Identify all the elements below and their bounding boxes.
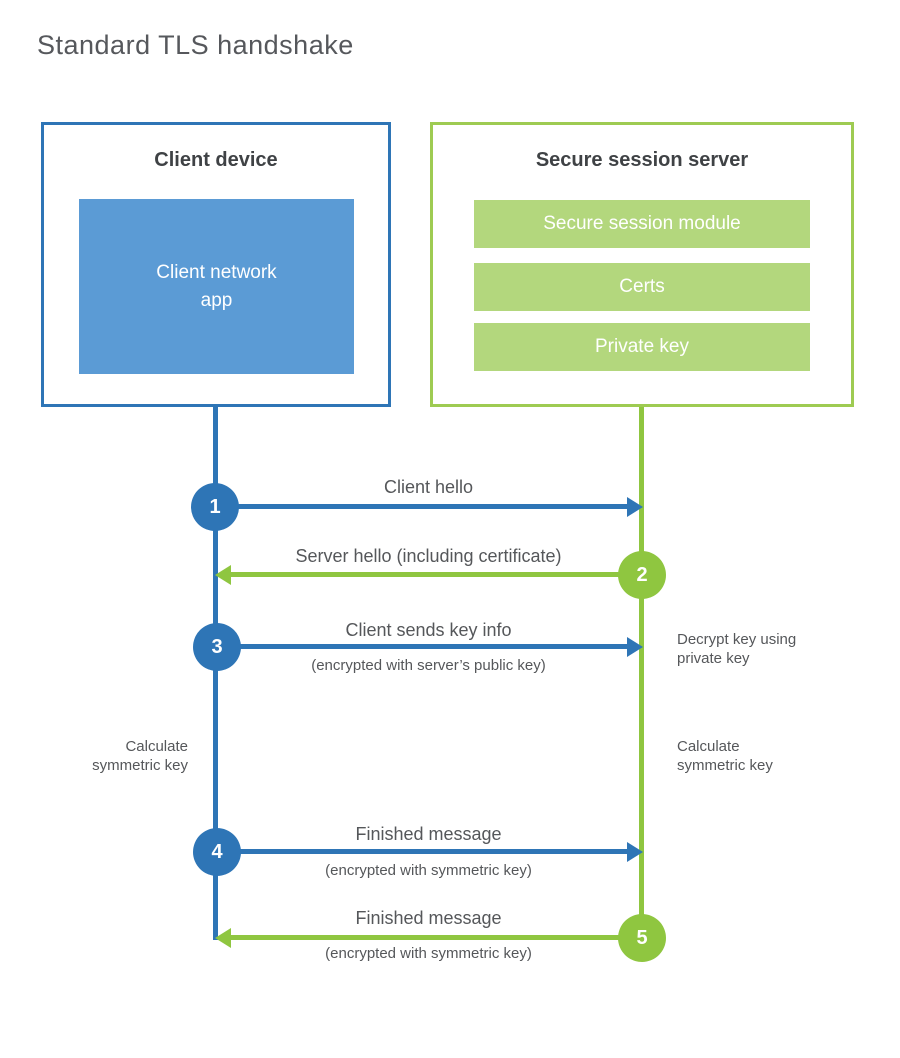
step-2-arrow-line	[230, 572, 642, 577]
server-certs-label: Certs	[619, 276, 665, 297]
step-2-label: Server hello (including certificate)	[295, 546, 562, 566]
client-network-app-label: Client network app	[156, 261, 277, 311]
step-5-number: 5	[636, 926, 648, 949]
step-1-number: 1	[209, 495, 221, 518]
step-4-label: Finished message	[355, 824, 502, 844]
server-private-key-bar: Private key	[474, 323, 810, 371]
step-4-arrow-line	[217, 849, 627, 854]
page-title: Standard TLS handshake	[37, 30, 354, 60]
server-module-label: Secure session module	[543, 213, 741, 234]
step-5-arrow-left-icon	[215, 928, 231, 948]
step-4-arrow-right-icon	[627, 842, 643, 862]
secure-session-server-title: Secure session server	[535, 149, 749, 171]
note-decrypt-key: Decrypt key using private key	[677, 631, 797, 667]
note-calculate-symmetric-key-server: Calculate symmetric key	[677, 738, 773, 774]
client-device-title: Client device	[154, 149, 278, 171]
step-1-arrow-right-icon	[627, 497, 643, 517]
step-1-circle: 1	[191, 483, 239, 531]
step-1-arrow-line	[215, 504, 627, 509]
step-5-arrow-line	[230, 935, 642, 940]
step-2-number: 2	[636, 563, 648, 586]
secure-session-server-box: Secure session server Secure session mod…	[430, 122, 854, 407]
server-lifeline	[639, 407, 644, 938]
step-3-circle: 3	[193, 623, 241, 671]
step-3-arrow-line	[217, 644, 627, 649]
client-lifeline	[213, 407, 218, 940]
step-2-arrow-left-icon	[215, 565, 231, 585]
step-3-arrow-right-icon	[627, 637, 643, 657]
step-5-sublabel: (encrypted with symmetric key)	[325, 945, 532, 962]
server-certs-bar: Certs	[474, 263, 810, 311]
step-5-circle: 5	[618, 914, 666, 962]
step-3-label: Client sends key info	[345, 620, 512, 640]
step-3-sublabel: (encrypted with server’s public key)	[311, 657, 546, 674]
client-network-app-box: Client network app	[79, 199, 354, 374]
step-5-label: Finished message	[355, 908, 502, 928]
step-2-circle: 2	[618, 551, 666, 599]
step-4-number: 4	[211, 840, 223, 863]
client-device-box: Client device Client network app	[41, 122, 391, 407]
step-4-circle: 4	[193, 828, 241, 876]
step-4-sublabel: (encrypted with symmetric key)	[325, 862, 532, 879]
note-calculate-symmetric-key-client: Calculate symmetric key	[92, 738, 188, 774]
step-1-label: Client hello	[383, 477, 474, 497]
server-module-bar: Secure session module	[474, 200, 810, 248]
server-private-key-label: Private key	[595, 336, 689, 357]
step-3-number: 3	[211, 635, 223, 658]
